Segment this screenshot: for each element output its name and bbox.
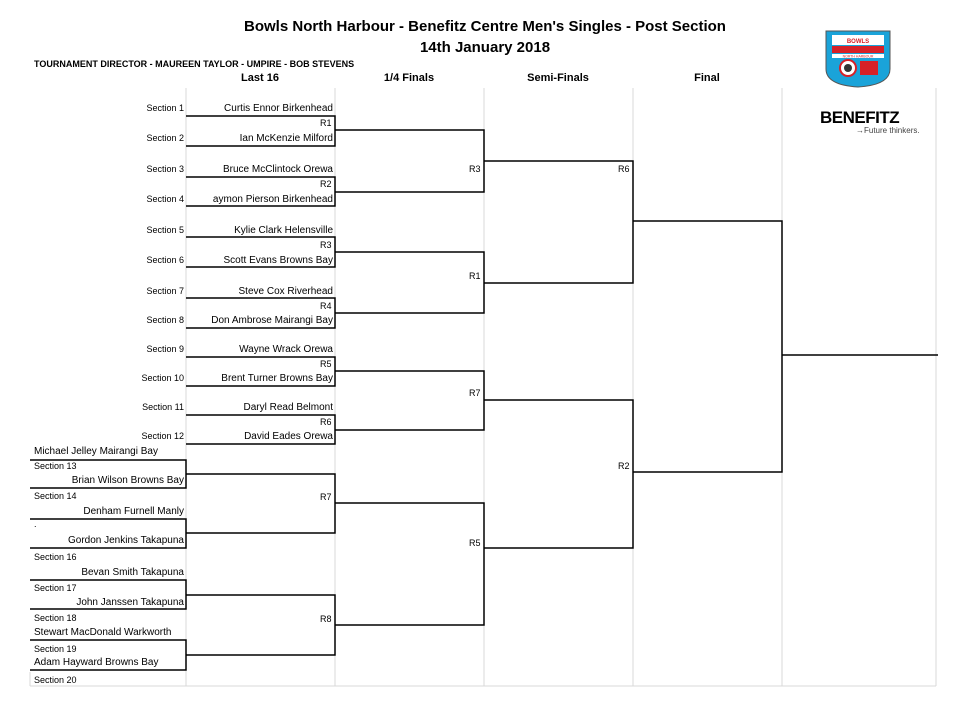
section-label: Section 7	[146, 286, 184, 296]
svg-text:NORTH HARBOUR: NORTH HARBOUR	[843, 55, 874, 59]
benefitz-logo: BENEFITZ →Future thinkers.	[820, 108, 920, 135]
section-label: Section 6	[146, 255, 184, 265]
sponsor-name: BENEFITZ	[820, 108, 900, 127]
rink-label: R1	[320, 118, 332, 128]
rink-label: R5	[320, 359, 332, 369]
player-name: Gordon Jenkins Takapuna	[67, 535, 184, 546]
rink-label: R3	[469, 164, 481, 174]
section-label: Section 20	[34, 675, 77, 685]
section-label: Section 11	[142, 402, 184, 412]
section-label: Section 3	[146, 164, 184, 174]
player-name: Adam Hayward Browns Bay	[34, 657, 159, 668]
player-name: Kylie Clark Helensville	[234, 225, 333, 236]
stray-mark: .	[34, 519, 37, 529]
title-line-2: 14th January 2018	[419, 39, 551, 56]
tournament-director: TOURNAMENT DIRECTOR - MAUREEN TAYLOR - U…	[34, 59, 355, 69]
player-name: Brian Wilson Browns Bay	[71, 475, 184, 486]
section-label: Section 8	[146, 315, 184, 325]
rink-label: R8	[320, 614, 332, 624]
rink-label: R2	[320, 179, 332, 189]
player-name: aymon Pierson Birkenhead	[212, 194, 333, 205]
player-name: Don Ambrose Mairangi Bay	[211, 315, 333, 326]
round-header-quarters: 1/4 Finals	[383, 72, 435, 84]
player-name: David Eades Orewa	[244, 431, 333, 442]
player-name: Denham Furnell Manly	[83, 506, 184, 517]
player-name: Wayne Wrack Orewa	[239, 344, 333, 355]
rink-label: R3	[320, 240, 332, 250]
rink-label: R2	[618, 461, 630, 471]
section-label: Section 18	[34, 613, 77, 623]
player-name: Michael Jelley Mairangi Bay	[34, 446, 158, 457]
player-name: John Janssen Takapuna	[76, 597, 184, 608]
player-name: Stewart MacDonald Warkworth	[34, 627, 172, 638]
section-label: Section 16	[34, 552, 77, 562]
player-name: Bevan Smith Takapuna	[81, 567, 184, 578]
section-label: Section 9	[146, 344, 184, 354]
svg-text:BOWLS: BOWLS	[847, 39, 869, 45]
rink-label: R5	[469, 538, 481, 548]
rink-label: R6	[320, 417, 332, 427]
player-name: Ian McKenzie Milford	[239, 133, 333, 144]
round-header-semis: Semi-Finals	[527, 72, 589, 84]
section-label: Section 17	[34, 583, 77, 593]
bowls-north-harbour-logo: BOWLS NORTH HARBOUR	[825, 30, 891, 88]
round-header-last16: Last 16	[241, 72, 279, 84]
round-header-final: Final	[694, 72, 720, 84]
section-label: Section 1	[146, 103, 184, 113]
player-name: Bruce McClintock Orewa	[222, 164, 333, 175]
section-label: Section 12	[141, 431, 184, 441]
section-label: Section 2	[146, 133, 184, 143]
player-name: Daryl Read Belmont	[243, 402, 333, 413]
player-name: Steve Cox Riverhead	[238, 286, 334, 297]
rink-label: R7	[320, 492, 332, 502]
section-label: Section 5	[146, 225, 184, 235]
rink-label: R7	[469, 388, 481, 398]
sponsor-tagline: →Future thinkers.	[856, 126, 920, 135]
player-name: Scott Evans Browns Bay	[223, 255, 334, 266]
section-label: Section 10	[141, 373, 184, 383]
rink-label: R1	[469, 271, 481, 281]
section-label: Section 4	[146, 194, 184, 204]
section-label: Section 19	[34, 644, 77, 654]
rink-label: R6	[618, 164, 630, 174]
rink-label: R4	[320, 301, 332, 311]
title-line-1: Bowls North Harbour - Benefitz Centre Me…	[244, 18, 726, 35]
player-name: Curtis Ennor Birkenhead	[224, 103, 333, 114]
section-label: Section 13	[34, 461, 77, 471]
section-label: Section 14	[34, 491, 77, 501]
player-name: Brent Turner Browns Bay	[221, 373, 333, 384]
